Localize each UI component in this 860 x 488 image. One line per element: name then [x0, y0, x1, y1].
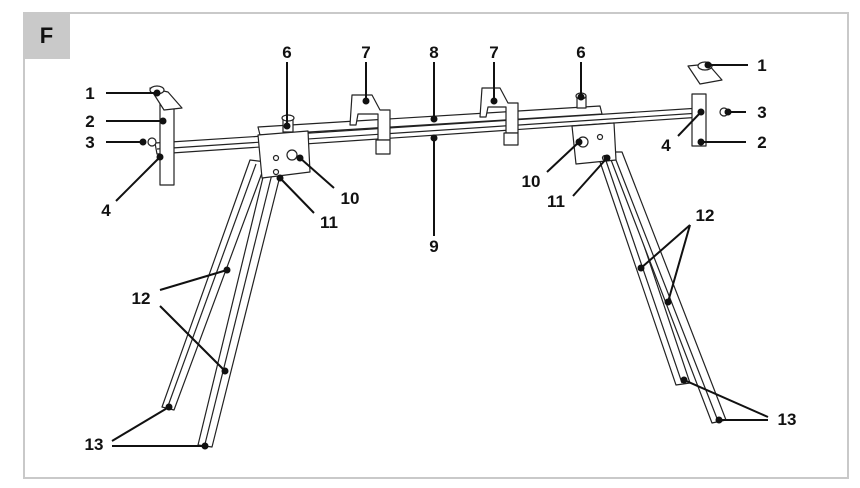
callout-10-right: 10	[522, 172, 541, 191]
left-leg-bracket	[257, 130, 311, 179]
callout-2-left: 2	[85, 112, 94, 131]
callout-13-right: 13	[778, 410, 797, 429]
callout-10-left: 10	[341, 189, 360, 208]
callout-11-right: 11	[547, 192, 565, 211]
left-roller-support	[147, 85, 183, 186]
callout-6-left: 6	[282, 43, 291, 62]
figure-letter-badge: F	[23, 12, 70, 59]
right-rear-leg	[607, 151, 727, 424]
main-beam	[154, 105, 703, 155]
callout-2-right: 2	[757, 133, 766, 152]
right-roller-support	[687, 61, 729, 147]
leader-lines	[106, 61, 769, 450]
callout-3-right: 3	[757, 103, 766, 122]
callout-8: 8	[429, 43, 438, 62]
callout-1-left: 1	[85, 84, 94, 103]
callout-6-right: 6	[576, 43, 585, 62]
callout-labels: 1 2 3 4 6 7 8 7 6 1 3 4 2 10 11 9 10 11 …	[85, 43, 797, 454]
callout-3-left: 3	[85, 133, 94, 152]
callout-1-right: 1	[757, 56, 766, 75]
callout-7-left: 7	[361, 43, 370, 62]
callout-9: 9	[429, 237, 438, 256]
figure-letter: F	[39, 23, 54, 48]
callout-4-left: 4	[101, 201, 111, 220]
callout-11-left: 11	[320, 213, 338, 232]
left-mounting-bracket	[349, 94, 391, 155]
right-mounting-bracket	[479, 87, 519, 146]
callout-13-left: 13	[85, 435, 104, 454]
callout-7-right: 7	[489, 43, 498, 62]
callout-12-left: 12	[132, 289, 151, 308]
callout-4-right: 4	[661, 136, 671, 155]
callout-12-right: 12	[696, 206, 715, 225]
